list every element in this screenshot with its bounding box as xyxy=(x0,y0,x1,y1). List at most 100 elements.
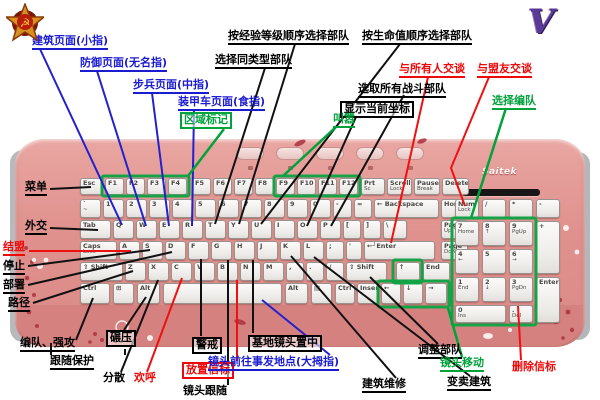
key-4: 4← xyxy=(455,249,479,274)
key-P: P xyxy=(320,220,341,239)
label-repair-building: 建筑维修 xyxy=(362,377,406,393)
label-select-by-veterancy: 按经验等级顺序选择部队 xyxy=(228,29,349,45)
label-select-same-type: 选择同类型部队 xyxy=(215,53,292,69)
key-F7: F7 xyxy=(234,178,253,195)
key-group-box xyxy=(376,279,451,309)
key-G: G xyxy=(211,241,232,260)
label-adjust-troops: 调整部队 xyxy=(418,343,462,359)
key-I: I xyxy=(274,220,295,239)
pointer-line-chat-all xyxy=(390,76,429,244)
key-group-box xyxy=(272,174,362,198)
label-chat-all: 与所有人交谈 xyxy=(399,62,465,78)
key-Alt: Alt xyxy=(285,283,308,304)
pointer-line-show-coords xyxy=(306,116,357,227)
key-V: V xyxy=(194,262,215,281)
pointer-line-stop xyxy=(27,249,151,267)
key-L: L xyxy=(303,241,324,260)
pointer-line-chat-allies xyxy=(449,76,490,207)
pointer-line-scatter xyxy=(120,279,159,373)
key-Z: Z xyxy=(125,262,146,281)
pointer-line-area-mark xyxy=(187,128,225,177)
key-→: → xyxy=(425,283,447,304)
key-F9: F9 xyxy=(276,178,295,195)
label-sell-building: 变卖建筑 xyxy=(447,375,491,391)
label-guard: 警戒 xyxy=(192,337,222,354)
pointer-line-waypoint xyxy=(32,270,134,304)
key-': ' xyxy=(346,241,362,260)
label-menu: 菜单 xyxy=(25,180,47,196)
label-alliance: 结盟 xyxy=(3,240,25,256)
label-building-page: 建筑页面(小指) xyxy=(32,34,109,50)
key-K: K xyxy=(280,241,301,260)
label-select-all-combat: 选取所有战斗部队 xyxy=(358,82,446,98)
label-camera-to-event: 镜头前往事发地点(大拇指) xyxy=(208,355,340,371)
label-taunt: 叫嚣 xyxy=(333,112,355,128)
label-cheer: 欢呼 xyxy=(134,371,156,384)
media-pill-icon xyxy=(408,166,413,170)
key-8: 8↑ xyxy=(482,221,506,246)
key-group-box xyxy=(100,174,191,198)
key-N: N xyxy=(240,262,261,281)
key-←: ← xyxy=(381,283,401,304)
label-defense-page: 防御页面(无名指) xyxy=(80,56,168,72)
key-W: W xyxy=(136,220,157,239)
pointer-line-cheer xyxy=(146,277,183,373)
label-center-base: 基地镜头置中 xyxy=(248,335,322,352)
brand-logo: Saitek xyxy=(482,167,518,177)
pointer-line-select-team xyxy=(469,107,508,219)
media-pill-icon xyxy=(368,166,373,170)
key-H: H xyxy=(234,241,255,260)
soviet-star-emblem: ☭ xyxy=(3,1,47,43)
key-J: J xyxy=(257,241,278,260)
pointer-line-select-by-health xyxy=(260,43,401,225)
label-waypoint: 路径 xyxy=(8,296,30,312)
key-group-box xyxy=(450,216,538,327)
led-indicator-strip xyxy=(462,189,540,196)
key-6: 6→ xyxy=(509,249,533,274)
pointer-line-taunt xyxy=(282,126,337,177)
purple-v-emblem: V xyxy=(528,2,555,42)
label-camera-follow: 镜头跟随 xyxy=(183,384,227,397)
pointer-line-delete-beacon xyxy=(517,305,522,361)
key--: - xyxy=(536,199,560,218)
key-;: ; xyxy=(326,241,344,260)
label-vehicle-page: 装甲车页面(食指) xyxy=(178,95,266,111)
key-⇧ Shift: ⇧ Shift xyxy=(346,262,387,281)
pointer-line-repair-building xyxy=(290,255,397,379)
key-U: U xyxy=(251,220,272,239)
key-Ctrl: Ctrl xyxy=(335,283,355,304)
pointer-line-select-same-type xyxy=(214,67,266,225)
pointer-line-adjust-troops xyxy=(369,276,439,345)
media-pill-icon xyxy=(248,166,253,170)
key-O: O xyxy=(297,220,318,239)
key-*: * xyxy=(509,199,533,218)
label-chat-allies: 与盟友交谈 xyxy=(477,62,532,78)
key-2: 2↓ xyxy=(482,277,506,302)
key-3: 3 xyxy=(149,199,170,218)
key-.: .Del xyxy=(509,305,533,323)
label-select-team: 选择编队 xyxy=(492,94,536,110)
label-deploy: 部署 xyxy=(3,278,25,294)
label-show-coords: 显示当前坐标 xyxy=(340,101,414,118)
label-scatter: 分散 xyxy=(103,371,125,384)
key-R: R xyxy=(182,220,203,239)
key-⊞: ⊞ xyxy=(113,283,134,304)
pointer-line-building-page xyxy=(39,48,123,226)
key-E: E xyxy=(159,220,180,239)
media-pill xyxy=(276,147,304,160)
pointer-line-menu xyxy=(49,186,92,190)
key-Q: Q xyxy=(113,220,134,239)
label-place-beacon: 放置信标 xyxy=(182,362,234,379)
key-F: F xyxy=(188,241,209,260)
label-crush: 碾压 xyxy=(106,330,136,347)
media-pill-icon xyxy=(328,166,333,170)
key-5: 5 xyxy=(195,199,216,218)
pointer-line-deploy xyxy=(27,251,173,286)
